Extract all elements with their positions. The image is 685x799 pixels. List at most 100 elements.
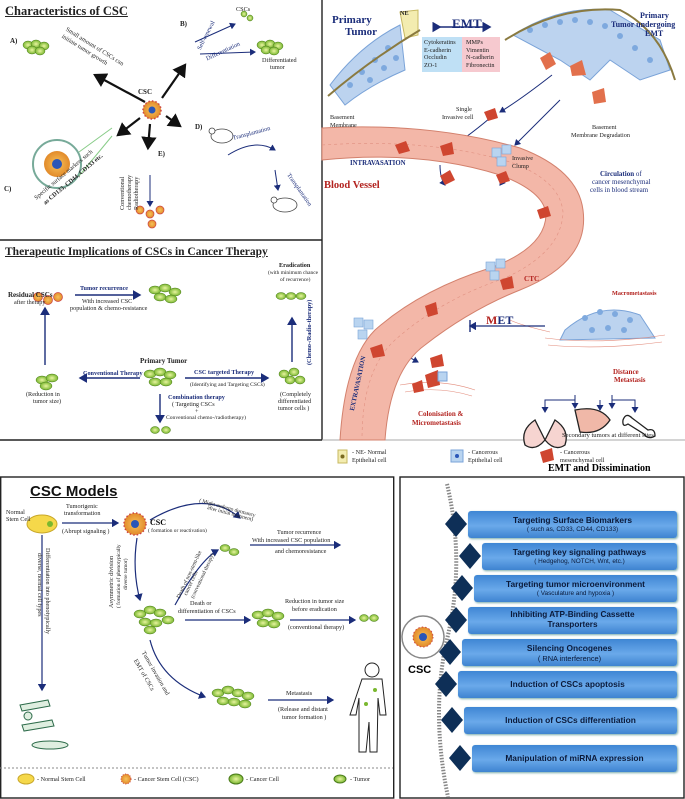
circulation-2: cancer mesenchymal bbox=[592, 178, 651, 186]
strategy-6-line1: Induction of CSCs differentiation bbox=[505, 715, 636, 725]
strategy-silencing-oncogenes: Silencing Oncogenes ( RNA interference) bbox=[462, 639, 677, 666]
undergoing-1: Primary bbox=[640, 11, 669, 20]
label-e: E) bbox=[158, 150, 165, 158]
models-recurrence-3: and chemoresistance bbox=[275, 548, 327, 555]
differentiation-arrow bbox=[199, 48, 256, 56]
combo-4: Conventional chemo-/radiotherapy) bbox=[166, 415, 246, 421]
epithelial-marker-1: E-cadherin bbox=[424, 46, 452, 54]
legend-ne-2: Epithelial cell bbox=[352, 457, 387, 464]
tumor-clusters-characteristics bbox=[22, 10, 284, 56]
eradication-2: (with minimum chance bbox=[268, 270, 319, 276]
residual-2: after therapy bbox=[14, 299, 46, 306]
legend-mes-2: mesenchymal cell bbox=[560, 457, 605, 464]
label-b: B) bbox=[180, 20, 187, 28]
tumorigenic-3: (Abrupt signaling ) bbox=[62, 528, 110, 535]
macrometastasis-label: Macrometastasis bbox=[612, 290, 657, 297]
eradication-3: of recurrence) bbox=[280, 277, 311, 283]
models-title: CSC Models bbox=[30, 483, 118, 500]
strategy-mirna: Manipulation of miRNA expression bbox=[472, 745, 677, 772]
reduction-m-2: before eradication bbox=[292, 606, 337, 613]
b-tumor-2: tumor bbox=[270, 64, 285, 71]
models-tumors bbox=[133, 544, 379, 709]
transplant-arrow-2 bbox=[273, 169, 281, 191]
strategy-abc-transporters: Inhibiting ATP-Binding Cassette Transpor… bbox=[468, 607, 677, 634]
emt-legend-icons bbox=[337, 448, 554, 464]
strategy-surface-biomarkers: Targeting Surface Biomarkers ( such as, … bbox=[468, 511, 677, 538]
differentiation-1: Differentiation into phenotypically bbox=[44, 548, 51, 635]
differentiated-1: (Completely bbox=[280, 391, 311, 398]
legend-csc: - Cancer Stem Cell (CSC) bbox=[134, 776, 199, 783]
targeted-1: CSC targeted Therapy bbox=[194, 369, 255, 376]
legend-tumor: - Tumor bbox=[350, 776, 371, 783]
macrometastasis bbox=[509, 309, 666, 348]
combo-2: ( Targeting CSCs bbox=[172, 401, 215, 408]
degradation-2: Membrane Degradation bbox=[571, 132, 630, 139]
strategy-3-line2: Transporters bbox=[547, 620, 598, 629]
normal-stem-cell bbox=[26, 514, 58, 534]
ne-label: NE bbox=[400, 10, 409, 17]
vessel-blue-clumps bbox=[353, 144, 512, 340]
metastasis-1: Metastasis bbox=[286, 690, 313, 697]
met-label: MET bbox=[486, 313, 513, 328]
asym-3: diverse tumor) bbox=[123, 558, 129, 590]
mesenchymal-marker-2: N-cadherin bbox=[466, 54, 494, 61]
e-text-1: Conventional bbox=[119, 176, 126, 210]
e-text-3: Radiotherapy bbox=[133, 176, 140, 210]
eradication-1: Eradication bbox=[279, 262, 311, 269]
strategy-microenvironment: Targeting tumor microenvironment ( Vascu… bbox=[474, 575, 677, 602]
distance-1: Distance bbox=[613, 368, 639, 376]
legend-ep-1: - Cancerous bbox=[468, 449, 498, 456]
colonisation-1: Colonisation & bbox=[418, 410, 464, 418]
strategy-7-line1: Manipulation of miRNA expression bbox=[505, 753, 644, 763]
legend-cancer: - Cancer Cell bbox=[246, 776, 279, 783]
strategy-3-line1: Inhibiting ATP-Binding Cassette bbox=[510, 610, 635, 619]
invasive-clump-2: Clump bbox=[512, 163, 529, 170]
death-2: differentiation of CSCs bbox=[178, 608, 236, 615]
csc-center-cell bbox=[142, 100, 162, 120]
models-recurrence-2: With increased CSC population bbox=[252, 537, 331, 544]
b-cscs: CSCs bbox=[236, 6, 251, 13]
strategy-0-line1: Targeting Surface Biomarkers bbox=[513, 515, 632, 525]
combo-3: + bbox=[195, 408, 199, 415]
secondary-organ-icons bbox=[523, 408, 656, 449]
conventional-label: Conventional Therapy bbox=[83, 370, 143, 377]
residual-1: Residual CSCs bbox=[8, 291, 53, 299]
recurrence-3: population & chemo-resistance bbox=[70, 305, 148, 312]
single-invasive-2: Invasive cell bbox=[442, 114, 474, 121]
primary-tumor-label: Primary Tumor bbox=[140, 357, 188, 365]
b-tumor-1: Differentiated bbox=[262, 57, 297, 64]
ctc-label: CTC bbox=[524, 275, 540, 283]
met-m: M bbox=[486, 313, 498, 327]
tumorigenic-2: transformation bbox=[64, 510, 101, 517]
human-body-icon bbox=[349, 662, 387, 753]
strategy-differentiation: Induction of CSCs differentiation bbox=[464, 707, 677, 734]
mouse-icons bbox=[208, 127, 298, 213]
csc-model-cell bbox=[123, 512, 147, 536]
primary-tumor-2: Tumor bbox=[345, 26, 377, 38]
e-text-2: chemotherapy bbox=[126, 174, 133, 210]
strategy-apoptosis: Induction of CSCs apoptosis bbox=[458, 671, 677, 698]
invasive-clump-1: Invasive bbox=[512, 155, 533, 162]
reduction-m-1: Reduction in tumor size bbox=[285, 598, 345, 605]
targeted-2: (Identifying and Targeting CSCs) bbox=[190, 382, 265, 388]
strategy-5-line1: Induction of CSCs apoptosis bbox=[510, 679, 625, 689]
strategy-1-line2: ( Hedgehog, NOTCH, Wnt, etc.) bbox=[534, 558, 625, 565]
csc-small-cells bbox=[135, 205, 165, 229]
intravasation-label: INTRAVASATION bbox=[350, 160, 406, 167]
normal-1: Normal bbox=[6, 509, 25, 516]
strategy-2-line1: Targeting tumor microenvironment bbox=[506, 579, 645, 589]
reduction-m-3: (conventional therapy) bbox=[288, 624, 345, 631]
therapeutic-tumors bbox=[35, 283, 307, 434]
distance-2: Metastasis bbox=[614, 376, 646, 384]
tumor-undergoing-emt bbox=[504, 8, 676, 104]
csc-center-label: CSC bbox=[138, 88, 153, 96]
epithelial-marker-0: Cytokeratins bbox=[424, 39, 456, 46]
single-invasive-1: Single bbox=[456, 106, 472, 113]
differentiated-2: differentiated bbox=[278, 398, 312, 405]
circulation-word: Circulation bbox=[600, 170, 635, 178]
combo-1: Combination therapy bbox=[168, 394, 225, 401]
strategy-2-line2: ( Vasculature and hypoxia ) bbox=[536, 590, 615, 597]
colonisation-2: Micrometastasis bbox=[412, 419, 461, 427]
emt-panel-title: EMT and Dissimination bbox=[548, 463, 651, 474]
